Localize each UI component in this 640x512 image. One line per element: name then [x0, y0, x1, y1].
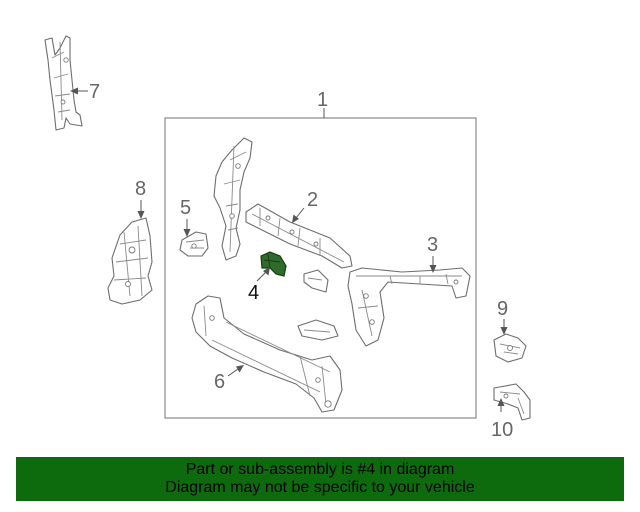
banner-line-2: Diagram may not be specific to your vehi…	[165, 479, 475, 496]
leader-2	[295, 207, 305, 219]
arrow-2	[292, 214, 299, 223]
assembly-frame	[164, 117, 477, 419]
disclaimer-banner: Part or sub-assembly is #4 in diagram Di…	[16, 457, 624, 501]
callout-9[interactable]: 9	[497, 298, 508, 320]
part-7-pillar[interactable]	[44, 35, 83, 131]
part-6-lower-support[interactable]	[191, 295, 343, 413]
arrow-6	[236, 365, 244, 373]
callout-2[interactable]: 2	[307, 189, 318, 211]
leader-4	[256, 271, 267, 282]
arrow-9	[500, 327, 508, 335]
small-bracket-center	[303, 269, 329, 293]
callout-10[interactable]: 10	[491, 419, 513, 441]
arrow-3	[429, 265, 437, 273]
part-5-bracket[interactable]	[179, 231, 209, 257]
callout-1[interactable]: 1	[317, 89, 328, 111]
part-9-clip[interactable]	[493, 333, 527, 363]
small-bracket-lower	[297, 319, 339, 341]
callout-6[interactable]: 6	[214, 371, 225, 393]
callout-5[interactable]: 5	[180, 197, 191, 219]
vertical-support	[213, 137, 253, 261]
callout-3[interactable]: 3	[427, 234, 438, 256]
callout-7[interactable]: 7	[89, 81, 100, 103]
arrow-5	[183, 229, 191, 237]
arrow-4	[263, 267, 270, 276]
part-3-right-support[interactable]	[347, 267, 471, 347]
leader-6	[227, 368, 239, 377]
banner-line-1: Part or sub-assembly is #4 in diagram	[185, 461, 455, 478]
part-4-highlighted-bracket[interactable]	[260, 251, 287, 277]
part-8-side-bracket[interactable]	[107, 217, 153, 305]
callout-4[interactable]: 4	[248, 282, 259, 304]
arrow-8	[137, 211, 145, 219]
part-2-upper-support[interactable]	[245, 203, 353, 269]
arrow-10	[497, 398, 505, 406]
arrow-7	[70, 87, 78, 95]
callout-8[interactable]: 8	[135, 178, 146, 200]
